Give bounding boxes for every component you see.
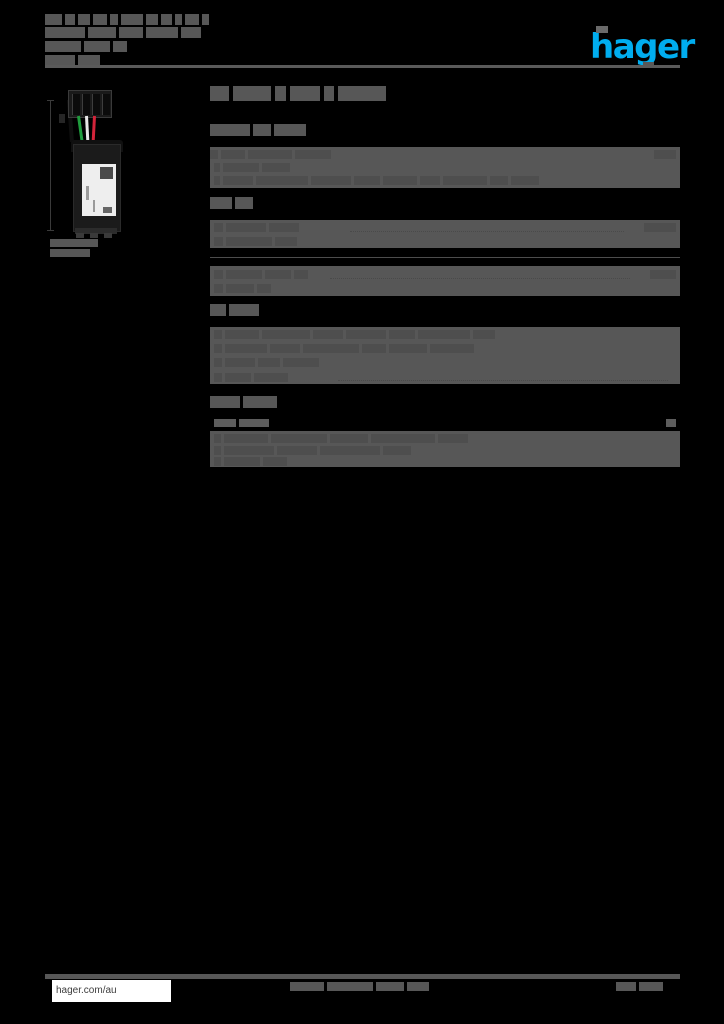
device-terminal (90, 233, 98, 238)
connector-block (68, 90, 112, 118)
header-subtitle-line-1 (45, 41, 130, 59)
spec-table-2 (210, 220, 680, 296)
label-text-block (93, 200, 95, 212)
footer-page-label (616, 982, 668, 1000)
device-base (75, 228, 117, 234)
row-label (214, 373, 288, 391)
row-label (214, 358, 319, 376)
table-row (210, 220, 680, 234)
dimension-tick-top (47, 100, 54, 101)
connector-pin (92, 94, 100, 115)
logo-tick-mark (596, 26, 608, 33)
spec-band-5 (210, 431, 680, 467)
table-row (210, 369, 680, 384)
hager-logo-text: hager (590, 27, 695, 67)
table-row (210, 234, 680, 248)
connector-pin (102, 94, 110, 115)
row-value (666, 419, 676, 437)
section-heading-2 (210, 197, 680, 215)
table-divider (210, 257, 680, 258)
footer-url-link[interactable]: hager.com/au (56, 985, 117, 996)
connector-pin (72, 94, 80, 115)
spec-band-1 (210, 147, 680, 188)
product-image-column (45, 86, 185, 257)
page-title (210, 86, 680, 104)
footer-divider (45, 974, 680, 979)
section-heading-3 (210, 304, 680, 322)
table-row (210, 431, 680, 443)
row-label (214, 176, 539, 194)
spec-band-4 (210, 327, 680, 384)
dimension-tick-bottom (47, 230, 54, 231)
row-label (214, 446, 411, 464)
header-title-line-2 (45, 27, 204, 45)
subsection-heading-4 (210, 419, 680, 431)
table-row (210, 327, 680, 341)
datamatrix-icon (100, 167, 113, 179)
page-footer: hager.com/au (45, 974, 680, 1006)
table-row (210, 281, 680, 296)
table-row (210, 266, 680, 281)
specification-column (210, 86, 680, 467)
row-value (650, 270, 676, 288)
spec-band-3 (210, 266, 680, 296)
row-label (210, 150, 331, 168)
row-label (214, 284, 271, 302)
footer-url-box[interactable]: hager.com/au (52, 980, 171, 1002)
table-row (210, 355, 680, 369)
row-leader (350, 231, 624, 232)
device-label (82, 164, 116, 216)
device-terminal (76, 233, 84, 238)
row-label (214, 237, 297, 255)
connector-pin (82, 94, 90, 115)
table-row (210, 455, 680, 467)
row-leader (338, 380, 668, 381)
table-row (210, 160, 680, 173)
dimension-line (50, 100, 51, 230)
row-label (214, 419, 269, 437)
ce-mark-icon (103, 207, 112, 213)
hager-logo: hager (590, 26, 695, 68)
row-value (654, 150, 676, 168)
row-label (214, 223, 299, 241)
table-row (210, 341, 680, 355)
header-subtitle-line-2 (45, 55, 103, 73)
row-label (214, 434, 468, 452)
row-label (214, 163, 290, 181)
device-terminal (104, 233, 112, 238)
header-divider (45, 65, 680, 68)
row-label (214, 457, 287, 475)
row-label (214, 270, 308, 288)
spec-band-2 (210, 220, 680, 248)
label-text-block (86, 186, 89, 200)
table-row (210, 173, 680, 186)
connector-clip (59, 114, 65, 123)
footer-center-text (290, 982, 470, 1000)
table-row (210, 443, 680, 455)
table-row (210, 147, 680, 160)
page-header: hager (45, 14, 695, 68)
header-title-line-1 (45, 14, 212, 32)
row-leader (330, 278, 630, 279)
row-label (214, 330, 495, 348)
section-heading-4 (210, 396, 680, 414)
row-label (214, 344, 474, 362)
product-caption (50, 239, 98, 257)
section-heading-1 (210, 124, 680, 142)
product-photo (45, 86, 165, 238)
row-value (644, 223, 676, 241)
